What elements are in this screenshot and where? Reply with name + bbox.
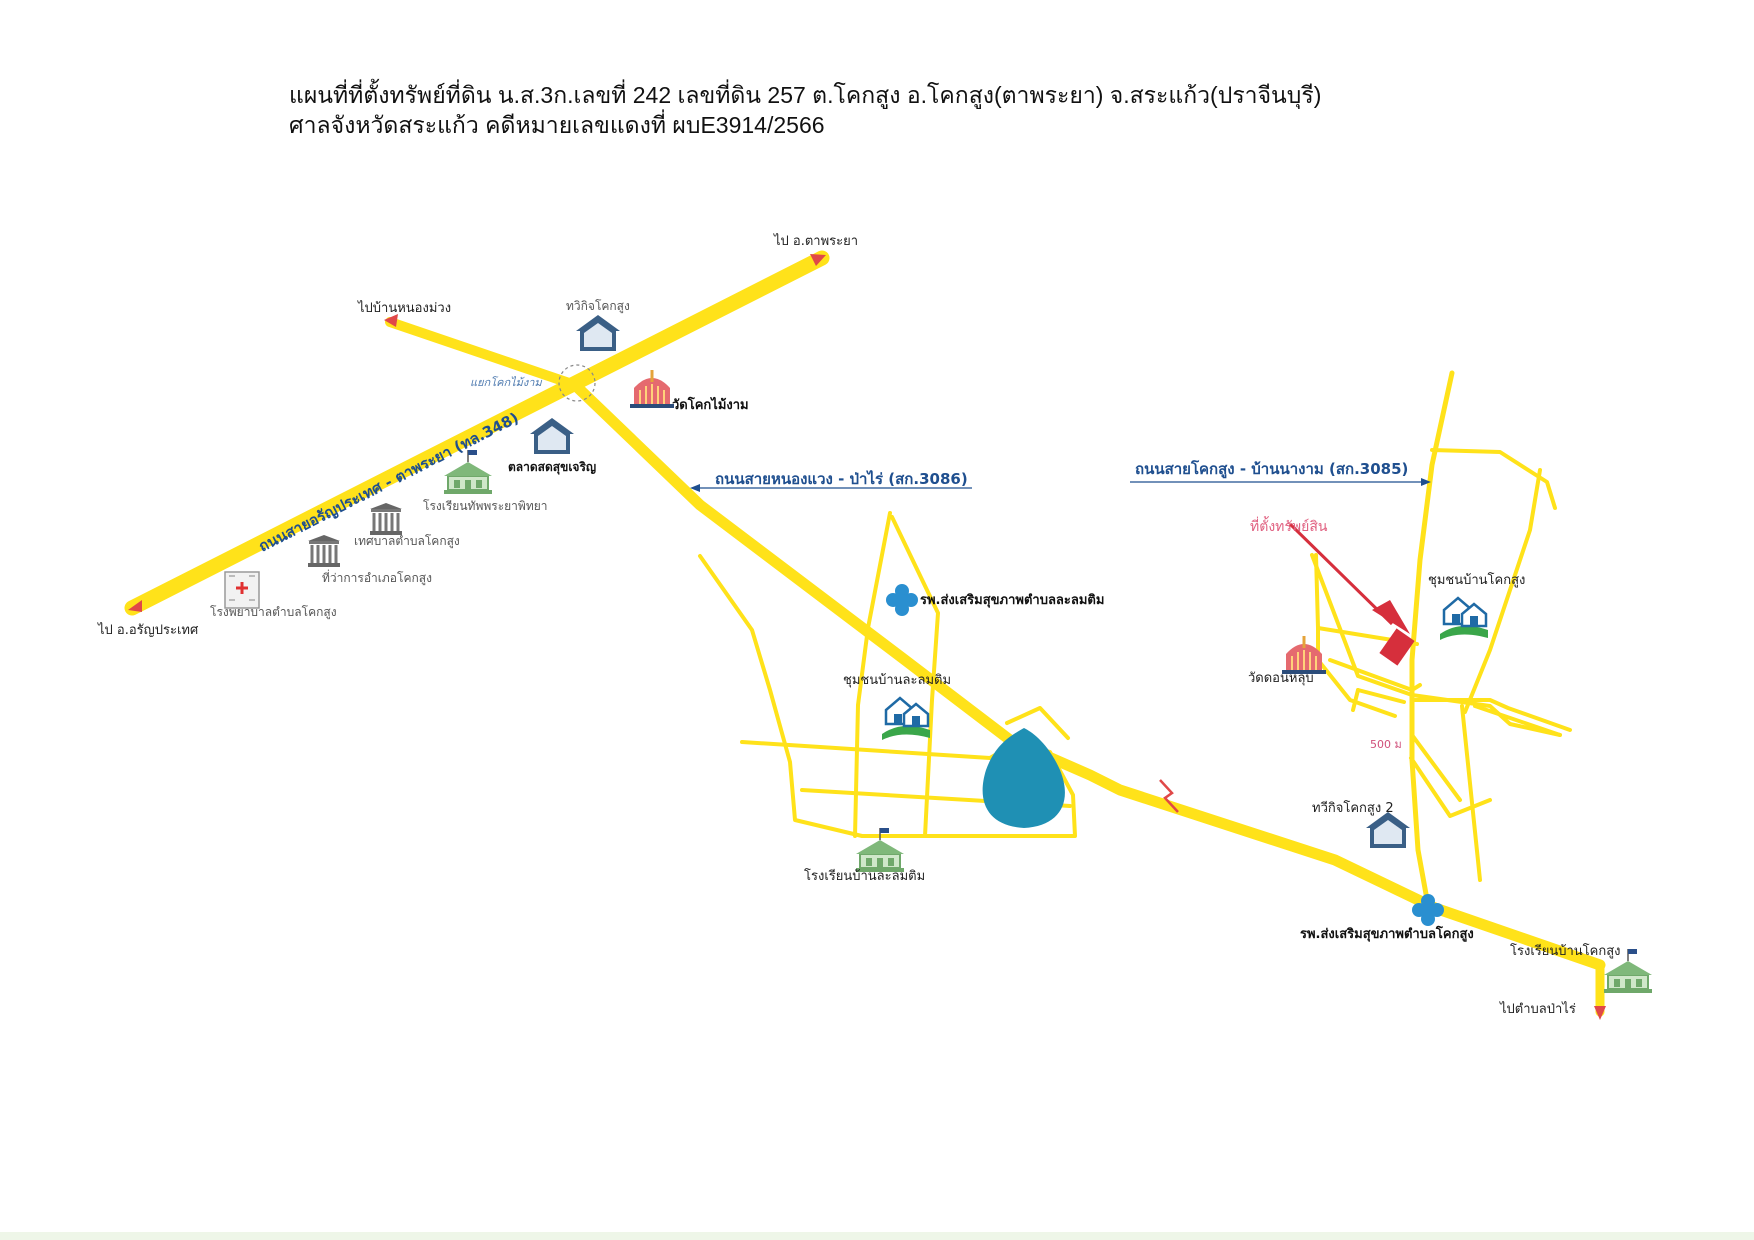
road-break-icon <box>1159 779 1179 813</box>
minor-road <box>740 740 1014 760</box>
community-icon-lalom-tim <box>880 696 932 742</box>
scan-edge <box>0 1232 1754 1240</box>
label-scale: 500 ม <box>1370 738 1402 751</box>
house-icon-market <box>530 418 574 454</box>
label-property: ที่ตั้งทรัพย์สิน <box>1250 516 1328 535</box>
label-health-center-khok-sung: รพ.ส่งเสริมสุขภาพตำบลโคกสูง <box>1300 925 1474 942</box>
minor-road <box>1463 468 1542 714</box>
direction-arrows <box>128 254 1606 1020</box>
arrow-to-pa-rai <box>1594 1006 1606 1020</box>
house-icon-twin-khok-sung-2 <box>1366 812 1410 848</box>
arrow-to-aranyaprathet <box>128 600 142 612</box>
road-3085 <box>1409 370 1455 908</box>
label-community-lalom-tim: ชุมชนบ้านละลมติม <box>843 673 951 688</box>
label-to-nong-muang: ไปบ้านหนองม่วง <box>357 300 451 316</box>
label-twin-khok-sung-2: ทวีกิจโคกสูง 2 <box>1312 800 1394 816</box>
label-district-office: ที่ว่าการอำเภอโคกสูง <box>322 569 432 586</box>
label-twin-khok-sung: ทวิกิจโคกสูง <box>566 299 630 314</box>
community-icon-khok-sung <box>1438 596 1490 642</box>
minor-road <box>1460 704 1482 882</box>
label-road-3086: ถนนสายหนองแวง - ป่าไร่ (สก.3086) <box>715 469 968 488</box>
junction-marker <box>558 364 596 402</box>
title-line-2: ศาลจังหวัดสระแก้ว คดีหมายเลขแดงที่ ผบE39… <box>289 112 825 138</box>
label-road-3085: ถนนสายโคกสูง - บ้านนางาม (สก.3085) <box>1135 459 1408 479</box>
map-title: แผนที่ที่ตั้งทรัพย์ที่ดิน น.ส.3ก.เลขที่ … <box>289 80 1321 140</box>
label-community-khok-sung: ชุมชนบ้านโคกสูง <box>1428 572 1525 588</box>
house-icon-twin-khok-sung <box>576 315 620 351</box>
label-health-center-lalom-tim: รพ.ส่งเสริมสุขภาพตำบลละลมติม <box>920 592 1104 608</box>
minor-road <box>853 511 892 838</box>
minor-road <box>890 515 940 838</box>
government-building-icon-district-office <box>306 533 342 569</box>
road-label-arrows <box>690 478 1431 492</box>
minor-road <box>1328 658 1422 692</box>
minor-road <box>1412 698 1572 732</box>
label-school-lalom-tim: โรงเรียนบ้านละลมติม <box>804 868 925 884</box>
hospital-icon <box>223 570 261 610</box>
road-3086 <box>569 379 1606 971</box>
label-junction: แยกโคกไม้งาม <box>470 376 542 389</box>
label-school-khok-sung: โรงเรียนบ้านโคกสูง <box>1510 943 1621 959</box>
temple-icon-wat-khok-mai-ngam <box>628 368 676 410</box>
label-market: ตลาดสดสุขเจริญ <box>508 460 596 475</box>
property-pointer-arrow <box>1288 522 1415 666</box>
minor-road <box>1356 688 1406 704</box>
minor-road <box>1005 706 1070 740</box>
minor-road <box>1351 688 1360 712</box>
minor-road <box>1430 448 1557 510</box>
label-wat-khok-mai-ngam: วัดโคกไม้งาม <box>672 396 749 413</box>
pond <box>982 728 1065 828</box>
label-to-aranyaprathet: ไป อ.อรัญประเทศ <box>97 622 199 638</box>
label-municipality: เทศบาลตำบลโคกสูง <box>354 534 460 549</box>
minor-road <box>698 554 1077 838</box>
health-cross-icon-lalom-tim <box>886 584 918 616</box>
title-line-1: แผนที่ที่ตั้งทรัพย์ที่ดิน น.ส.3ก.เลขที่ … <box>289 82 1322 108</box>
minor-road <box>1409 756 1492 818</box>
minor-road <box>1473 704 1562 737</box>
minor-road <box>1410 733 1462 802</box>
label-wat-don-lub: วัดดอนหลุบ <box>1248 671 1314 686</box>
label-school-thap-phraya: โรงเรียนทัพพระยาพิทยา <box>423 499 548 513</box>
label-to-pa-rai: ไปตำบลป่าไร่ <box>1499 1001 1576 1017</box>
arrow-to-nong-muang <box>384 314 398 327</box>
label-to-taphraya: ไป อ.ตาพระยา <box>773 233 858 249</box>
road-to-nong-muang <box>385 317 580 390</box>
government-building-icon-municipality <box>368 501 404 537</box>
highway-348 <box>124 250 830 616</box>
road-network <box>124 250 1606 1017</box>
arrow-to-taphraya <box>810 254 826 266</box>
label-hospital: โรงพยาบาลตำบลโคกสูง <box>210 605 337 620</box>
